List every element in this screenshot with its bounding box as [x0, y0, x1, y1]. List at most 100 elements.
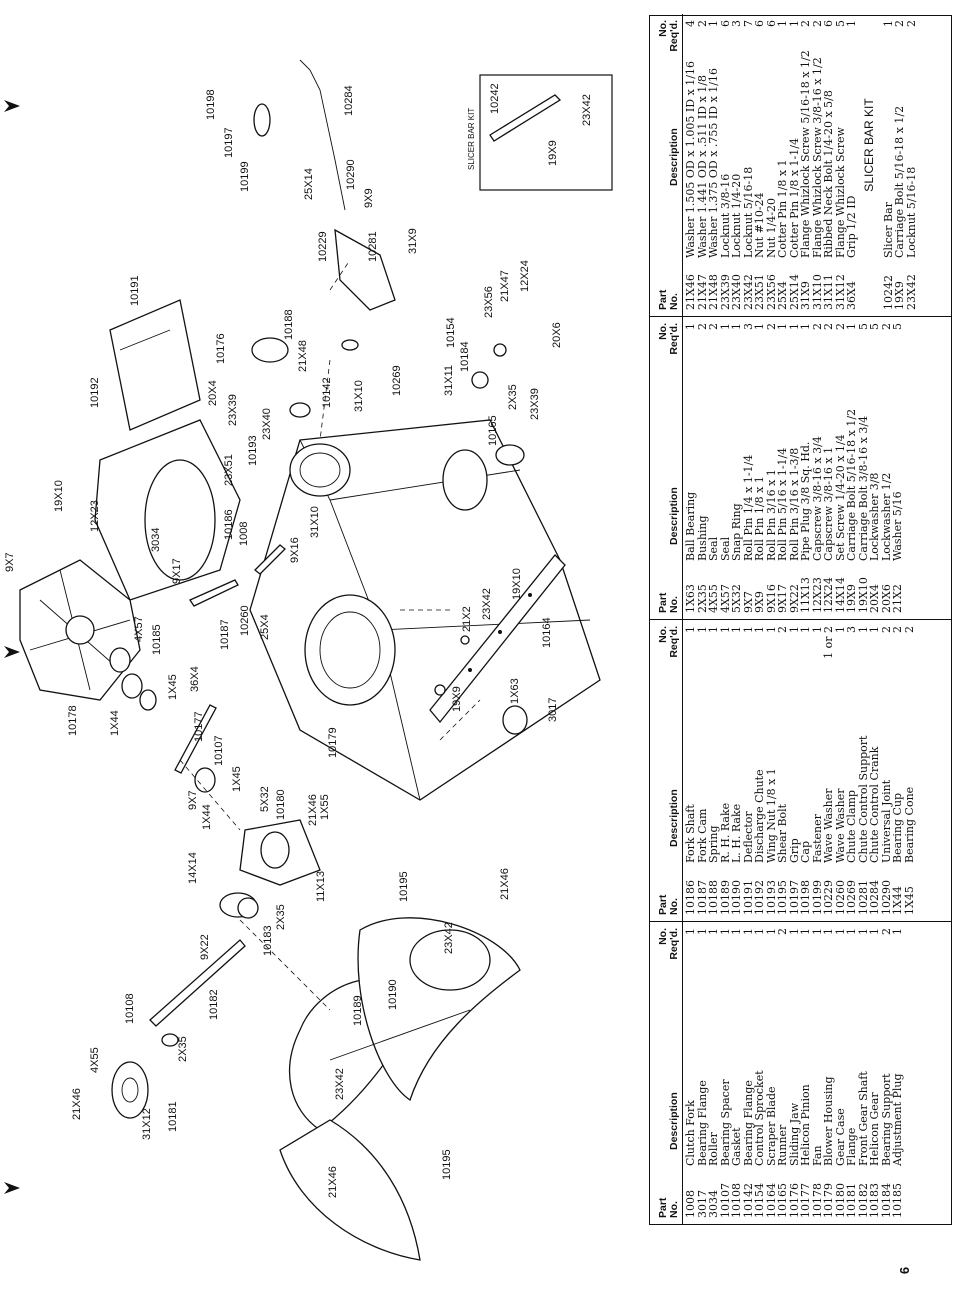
callout-label: 23X40 — [261, 408, 273, 440]
callout-label: 9X7 — [187, 790, 199, 810]
part-description: Roller — [707, 1132, 720, 1166]
part-description: Nut #10-24 — [753, 192, 766, 258]
quantity-required: 1 — [753, 626, 766, 633]
quantity-required: 1 — [799, 323, 812, 330]
quantity-required: 1 — [707, 928, 720, 935]
callout-label: 12X24 — [519, 260, 531, 292]
quantity-required: 1 — [845, 928, 858, 935]
quantity-required: 2 — [902, 626, 916, 633]
part-number: 3034 — [707, 1190, 720, 1218]
part-description: Seal — [707, 536, 720, 561]
callout-label: 10177 — [193, 711, 205, 742]
callout-label: 9X16 — [289, 537, 301, 563]
callout-label: 10183 — [262, 925, 274, 956]
callout-label: 10281 — [367, 231, 379, 262]
part-number: 23X42 — [904, 274, 918, 310]
callout-label: 3017 — [547, 698, 559, 722]
part-number: 1X44 — [891, 886, 904, 915]
part-number: 1X45 — [902, 886, 916, 915]
callout-label: 10182 — [208, 989, 220, 1020]
callout-label: 10199 — [239, 161, 251, 192]
callout-label: 31X10 — [309, 506, 321, 538]
part-description: Pipe Plug 3/8 Sq. Hd. — [799, 441, 812, 561]
column-header: Part No. Description No. Req'd. — [650, 922, 683, 1224]
callout-label: 10229 — [317, 231, 329, 262]
callout-label: 19X10 — [53, 480, 65, 512]
callout-label: 1X45 — [231, 766, 243, 792]
quantity-required: 6 — [822, 20, 835, 27]
part-number: 1008 — [684, 1190, 697, 1218]
part-number: 19X9 — [845, 584, 858, 613]
part-number: 10177 — [799, 1183, 812, 1218]
part-description: Chute Control Crank — [868, 746, 881, 863]
column-header: Part No. Description No. Req'd. — [650, 317, 683, 619]
part-number: 10165 — [776, 1183, 789, 1218]
callout-label: 1X44 — [201, 804, 213, 830]
part-number: 10185 — [891, 1183, 904, 1218]
callout-label: 10189 — [352, 995, 364, 1026]
callout-label: 10284 — [343, 85, 355, 116]
part-number: 9X17 — [776, 584, 789, 613]
part-number: 5X32 — [730, 584, 743, 613]
header-description: Description — [668, 1092, 680, 1150]
quantity-required: 2 — [891, 626, 904, 633]
part-description: Flange Whizlock Screw 5/16-18 x 1/2 — [799, 50, 812, 258]
part-number: 23X51 — [753, 274, 766, 310]
header-no-reqd: No. Req'd. — [657, 626, 680, 658]
header-description: Description — [668, 128, 680, 186]
callout-label: 10193 — [247, 435, 259, 466]
callout-label: 10164 — [541, 617, 553, 648]
column-header: Part No. Description No. Req'd. — [650, 620, 683, 921]
part-description: Washer 1.505 OD x 1.005 ID x 1/16 — [684, 61, 697, 258]
quantity-required: 6 — [753, 20, 766, 27]
callout-label: 11X13 — [315, 871, 327, 902]
part-description: Cap — [799, 840, 812, 863]
callout-label: 5X32 — [259, 786, 271, 812]
part-number: 10183 — [868, 1183, 881, 1218]
callout-label: 21X47 — [499, 270, 511, 302]
part-number: 10108 — [730, 1183, 743, 1218]
header-part-no: Part No. — [657, 894, 680, 915]
callout-label: 20X6 — [551, 322, 563, 348]
callout-label: 10179 — [327, 727, 339, 758]
callout-label: 23X42 — [481, 588, 493, 620]
callout-label: 10188 — [283, 309, 295, 340]
part-description: Ball Bearing — [684, 491, 697, 561]
callout-label: 10176 — [215, 333, 227, 364]
callout-label: 23X51 — [223, 454, 235, 486]
part-description: Helicon Gear — [868, 1092, 881, 1166]
callout-label: 9X17 — [171, 558, 183, 584]
part-description: Ribbed Neck Bolt 1/4-20 x 5/8 — [822, 90, 835, 258]
part-description: Fork Shaft — [684, 804, 697, 863]
header-no-reqd: No. Req'd. — [657, 323, 680, 355]
callout-label: 31X10 — [353, 380, 365, 412]
part-description: Helicon Pinion — [799, 1084, 812, 1166]
header-description: Description — [668, 487, 680, 545]
callout-label: 10198 — [205, 89, 217, 120]
chute-control-crank-drawing — [251, 59, 613, 363]
